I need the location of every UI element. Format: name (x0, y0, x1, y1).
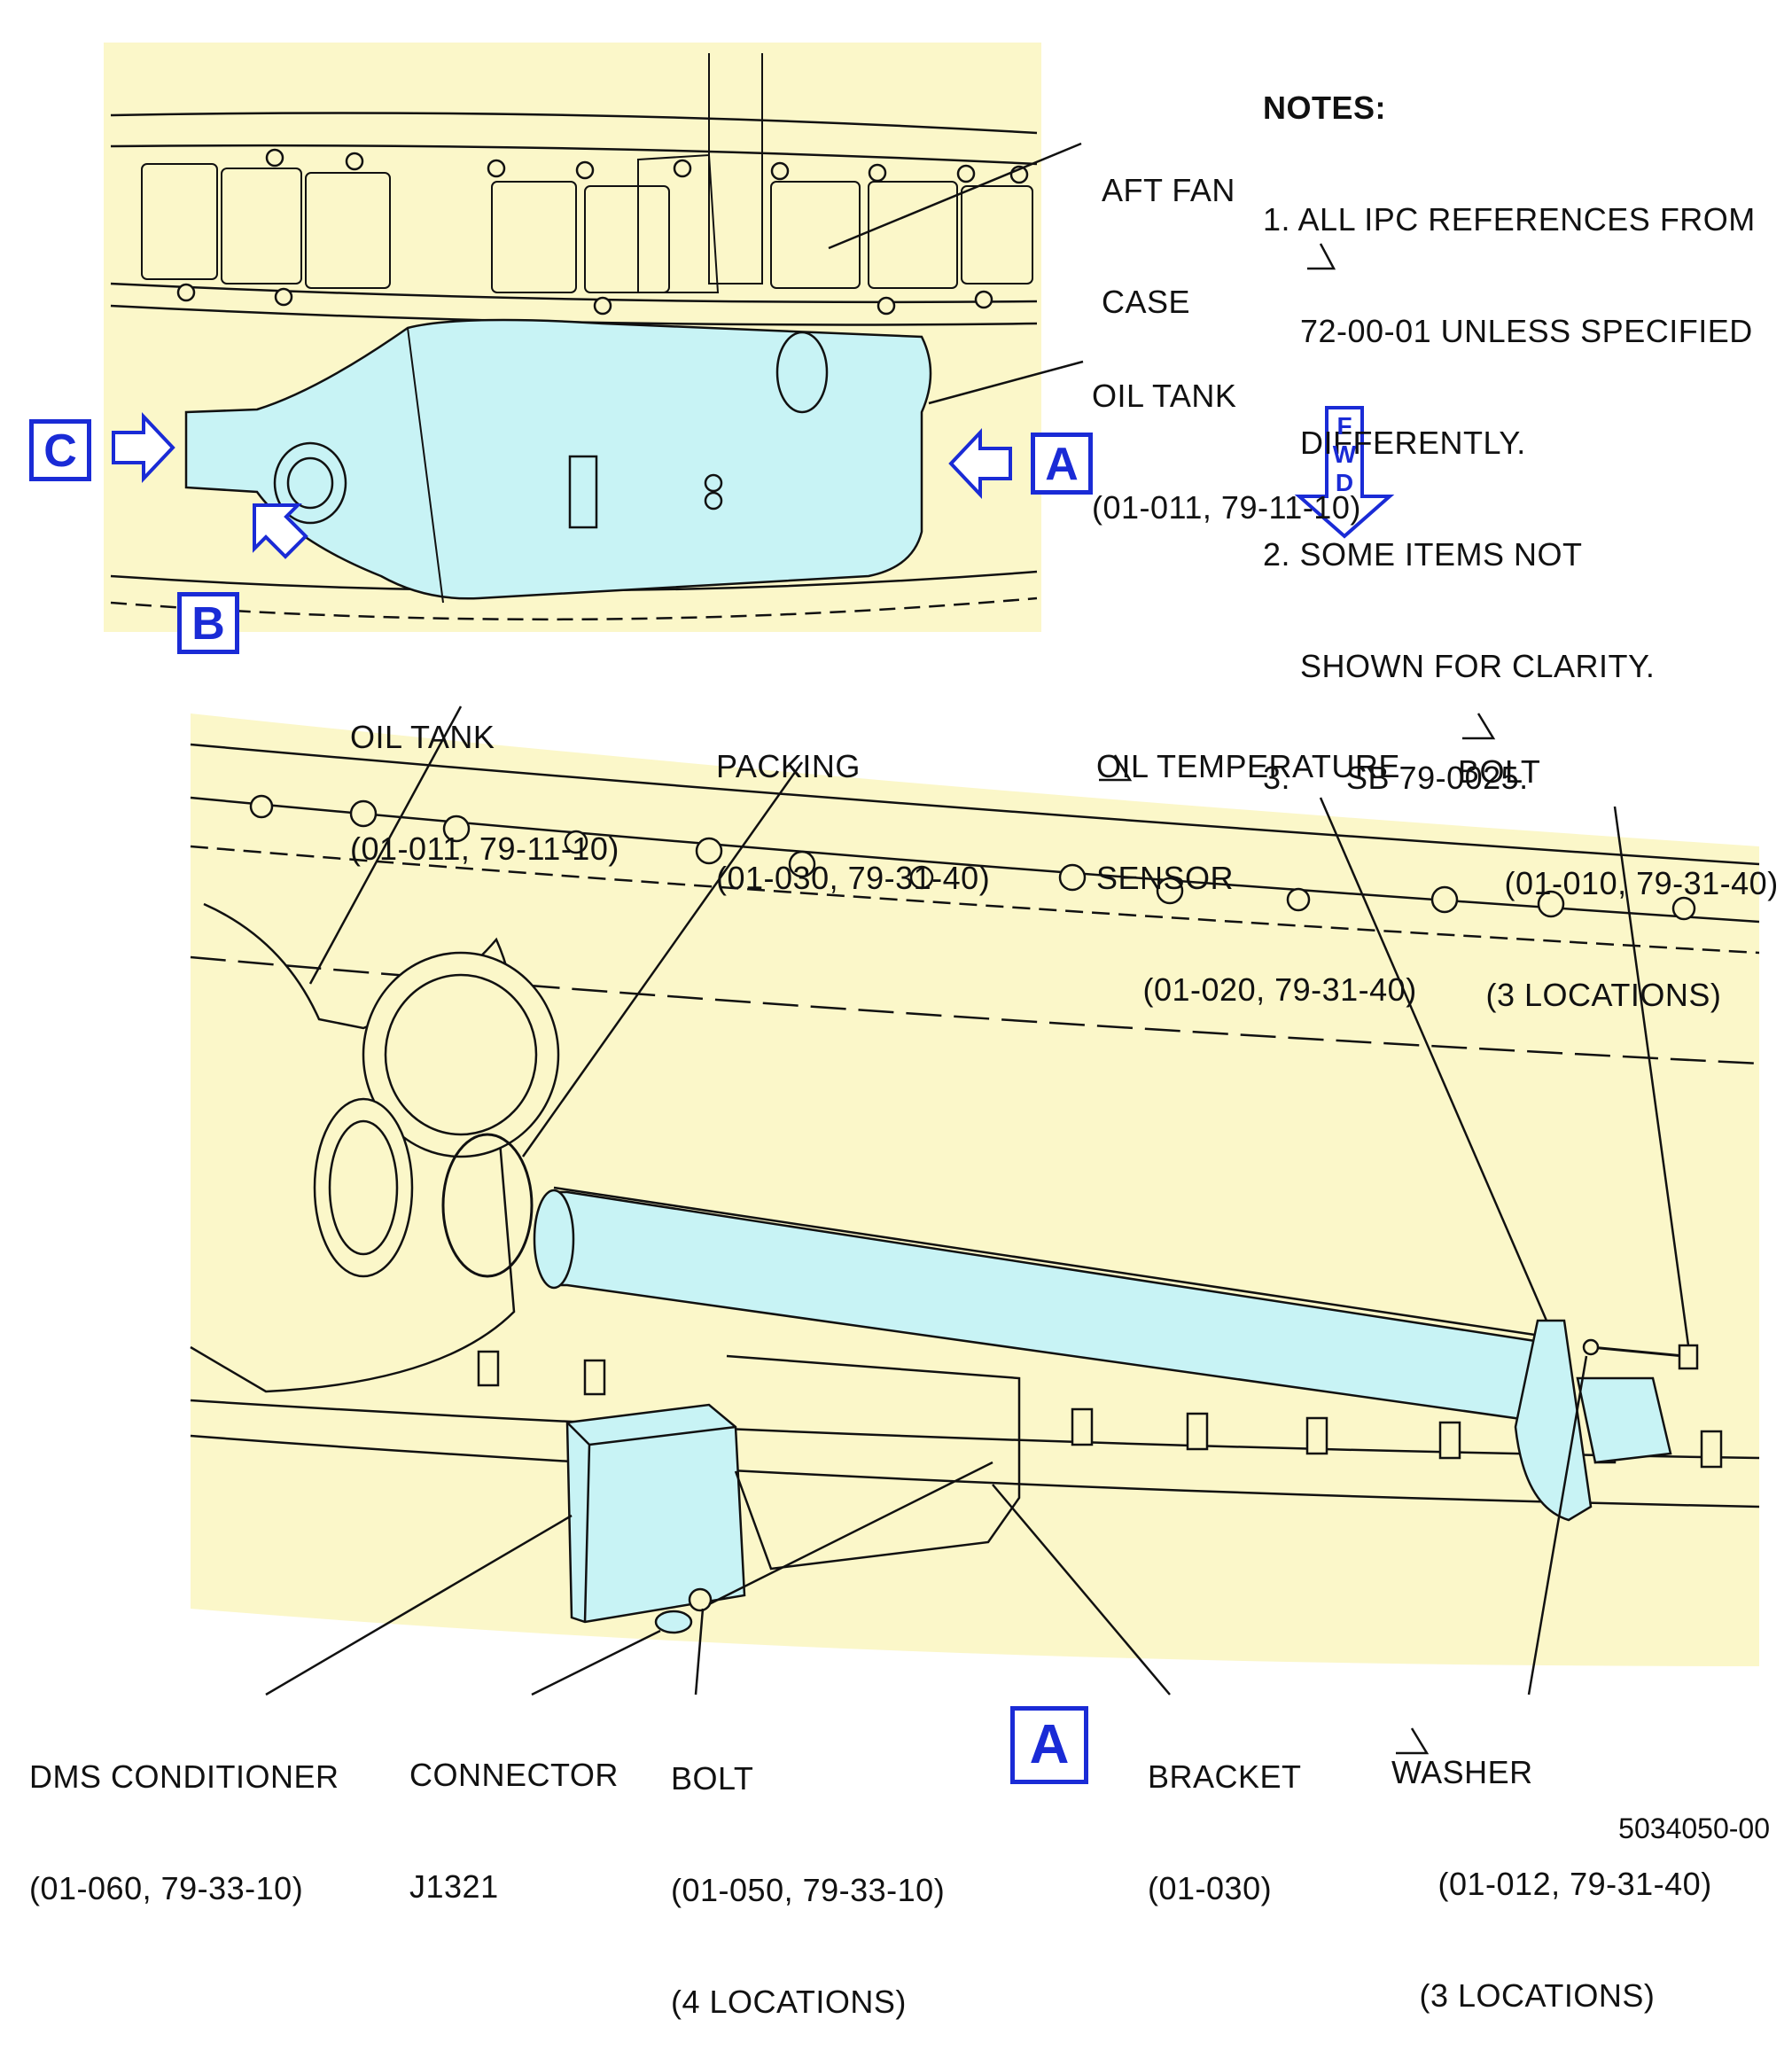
arrow-a-icon (948, 427, 1012, 500)
label-packing: PACKING (01-030, 79-31-40) (716, 748, 991, 896)
fwd-indicator: F W D (1332, 412, 1357, 496)
view-arrows (112, 406, 1395, 559)
label-bracket: BRACKET (01-030) (1148, 1758, 1302, 1906)
label-bolt-conditioner: BOLT (01-050, 79-33-10) (4 LOCATIONS) (671, 1760, 946, 2020)
note-ref-icons (1099, 243, 1496, 1755)
view-label-a-top[interactable]: A (1031, 433, 1093, 495)
diagram-artwork (104, 43, 1760, 1755)
label-oil-tank-top: OIL TANK (01-011, 79-11-10) (1092, 378, 1361, 526)
top-oil-tank-shape (184, 318, 932, 600)
top-view-artwork (104, 43, 1084, 632)
fwd-arrow-icon (1294, 406, 1395, 539)
view-label-b[interactable]: B (177, 592, 239, 654)
notes-title: NOTES: (1263, 90, 1387, 126)
arrow-b-icon (253, 503, 308, 559)
view-label-c[interactable]: C (29, 419, 91, 481)
detail-view-artwork (190, 705, 1760, 1696)
arrow-c-icon (112, 411, 175, 484)
notes-item: SHOWN FOR CLARITY. (1263, 648, 1656, 684)
sensor-flange (1514, 1319, 1593, 1522)
label-aft-fan-case: AFT FAN CASE (1102, 172, 1235, 320)
dms-conditioner-shape (565, 1403, 746, 1624)
notes-item: 3. SB 79-0025. (1263, 760, 1529, 796)
notes-item: DIFFERENTLY. (1263, 425, 1526, 461)
label-oil-temperature-sensor: OIL TEMPERATURE SENSOR (01-020, 79-31-40… (1096, 748, 1417, 1008)
figure-reference: 5034050-00 (1618, 1812, 1770, 1844)
label-washer: WASHER (01-012, 79-31-40) (3 LOCATIONS) (1391, 1754, 1712, 2014)
notes: NOTES: 1. ALL IPC REFERENCES FROM 72-00-… (1263, 15, 1756, 834)
notes-item: 72-00-01 UNLESS SPECIFIED (1263, 313, 1753, 349)
notes-item: 1. ALL IPC REFERENCES FROM (1263, 201, 1756, 238)
label-oil-tank-detail: OIL TANK (01-011, 79-11-10) (350, 719, 619, 867)
label-dms-conditioner: DMS CONDITIONER (01-060, 79-33-10) (29, 1758, 339, 1906)
label-connector: CONNECTOR J1321 (409, 1757, 619, 1905)
notes-item: 2. SOME ITEMS NOT (1263, 536, 1583, 573)
view-label-a-detail[interactable]: A (1010, 1706, 1088, 1784)
label-bolt-sensor: BOLT (01-010, 79-31-40) (3 LOCATIONS) (1458, 753, 1779, 1013)
packing-ring (441, 1133, 534, 1278)
